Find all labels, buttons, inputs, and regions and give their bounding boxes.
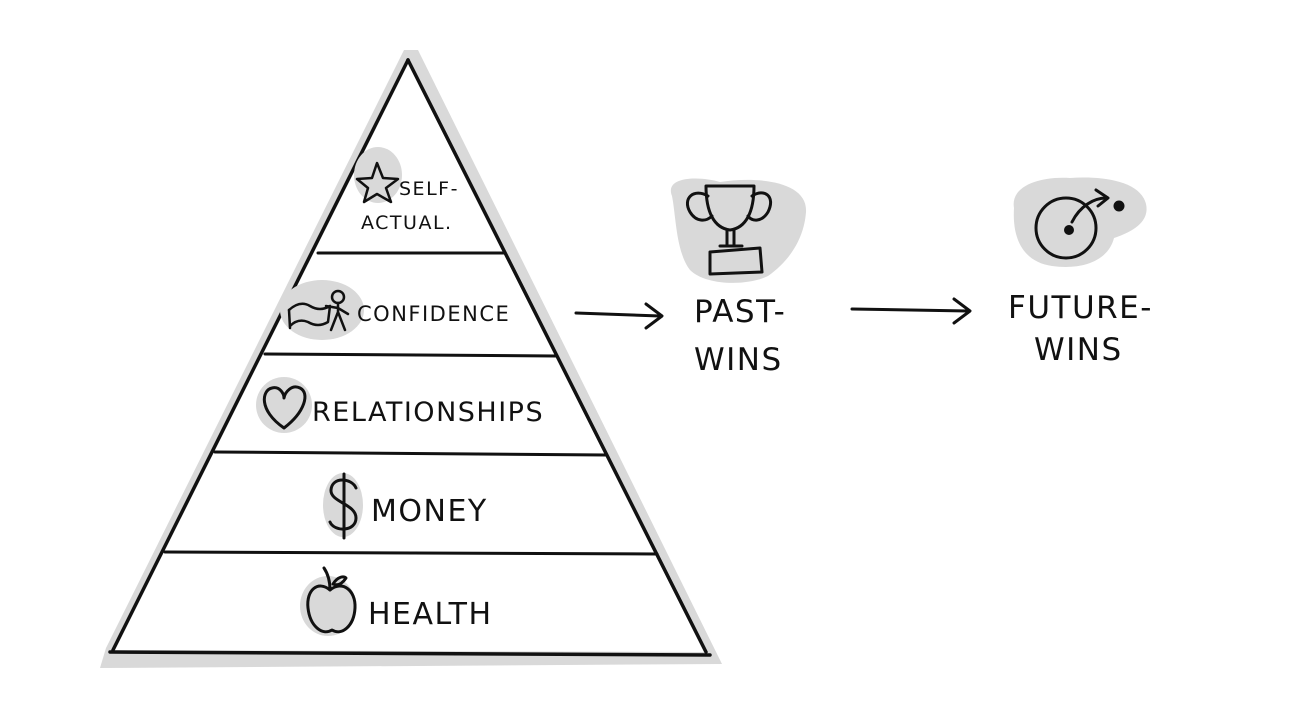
- relationships-label: RELATIONSHIPS: [312, 397, 544, 428]
- confidence-label: CONFIDENCE: [357, 302, 510, 326]
- money-label: MONEY: [371, 494, 488, 529]
- target-shadow: [1013, 177, 1147, 267]
- apple-shadow: [300, 576, 356, 636]
- trophy-shadow: [670, 178, 807, 283]
- arrow-to-past-wins: [574, 302, 664, 330]
- future-wins-line1: FUTURE-: [1008, 290, 1153, 326]
- heart-icon: [263, 385, 307, 430]
- self-actual-line1: SELF-: [399, 178, 459, 200]
- flag-figure-icon: [287, 289, 350, 332]
- future-wins-group: FUTURE- WINS: [1008, 177, 1153, 368]
- target-arrow-icon: [1034, 188, 1125, 260]
- level-money: MONEY: [323, 472, 488, 540]
- heart-shadow: [256, 377, 312, 433]
- divider-4: [163, 550, 659, 556]
- level-health: HEALTH: [300, 566, 493, 636]
- star-shadow: [354, 147, 402, 203]
- past-wins-line1: PAST-: [694, 294, 786, 330]
- apple-icon: [306, 566, 357, 634]
- divider-3: [213, 450, 608, 457]
- tier-dividers: [163, 251, 659, 556]
- dollar-icon: [328, 472, 358, 540]
- level-relationships: RELATIONSHIPS: [256, 377, 544, 433]
- star-icon: [355, 161, 400, 204]
- future-wins-line2: WINS: [1034, 332, 1123, 368]
- health-label: HEALTH: [368, 597, 493, 632]
- level-self-actualization: SELF- ACTUAL.: [354, 147, 459, 234]
- past-wins-line2: WINS: [694, 342, 783, 378]
- trophy-icon: [685, 184, 773, 276]
- past-wins-group: PAST- WINS: [670, 178, 807, 378]
- arrow-to-future-wins: [850, 297, 972, 325]
- self-actual-line2: ACTUAL.: [361, 212, 453, 234]
- level-confidence: CONFIDENCE: [280, 280, 510, 340]
- divider-2: [263, 352, 558, 358]
